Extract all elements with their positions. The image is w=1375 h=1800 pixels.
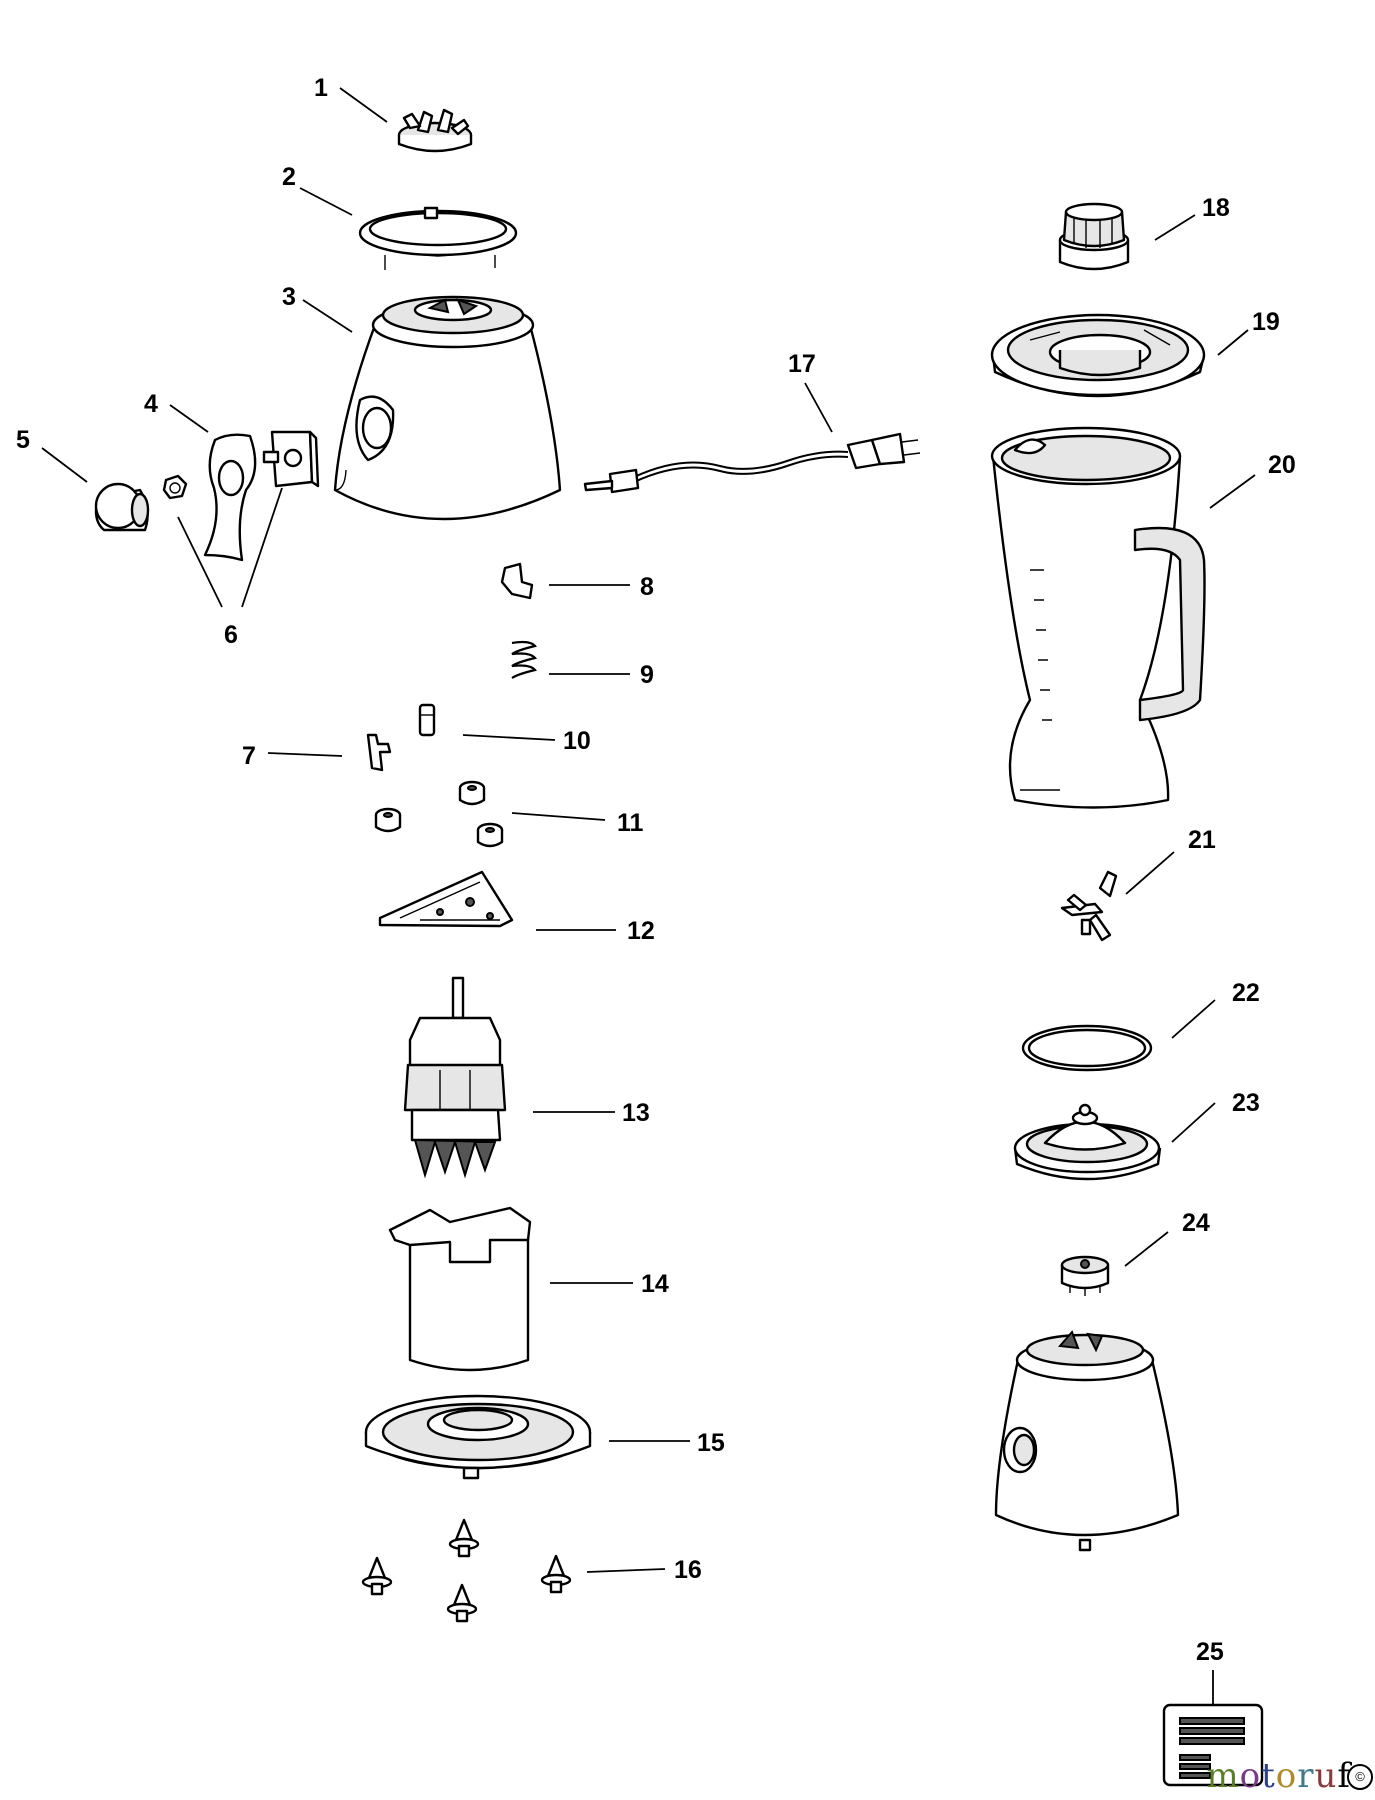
assembled-motor-base (994, 1330, 1180, 1552)
part-19-lid (990, 313, 1206, 398)
part-13-motor (403, 976, 507, 1179)
watermark: motorufmotoruf (1206, 1756, 1351, 1796)
part-3-motor-housing (333, 295, 562, 521)
part-22-gasket (1021, 1024, 1153, 1072)
part-12-mounting-plate (378, 870, 514, 928)
part-9-spring (511, 640, 537, 679)
part-11-grommets (374, 780, 504, 848)
part-6-switch-and-nut (162, 430, 320, 500)
part-23-jar-base (1013, 1103, 1162, 1181)
callout-12: 12 (627, 917, 655, 945)
callout-21: 21 (1188, 826, 1216, 854)
part-18-filler-cap (1058, 202, 1130, 271)
part-2-ring (358, 206, 518, 270)
callout-19: 19 (1252, 308, 1280, 336)
callout-24: 24 (1182, 1209, 1210, 1237)
callout-18: 18 (1202, 194, 1230, 222)
watermark-letter: o (1239, 1756, 1262, 1796)
part-20-jar (990, 426, 1206, 809)
callout-3: 3 (282, 283, 296, 311)
part-15-base (364, 1394, 592, 1480)
watermark-letter: r (1297, 1756, 1315, 1796)
callout-7: 7 (242, 742, 256, 770)
copyright-mark: © (1347, 1764, 1373, 1790)
callout-17: 17 (788, 350, 816, 378)
callout-2: 2 (282, 163, 296, 191)
part-8-clip (500, 562, 534, 600)
callout-9: 9 (640, 661, 654, 689)
part-7-bracket (366, 733, 392, 772)
callout-8: 8 (640, 573, 654, 601)
watermark-letter: f (1337, 1756, 1351, 1796)
part-4-switch-plate (203, 433, 257, 562)
callout-13: 13 (622, 1099, 650, 1127)
watermark-letter: u (1314, 1756, 1338, 1796)
callout-1: 1 (314, 74, 328, 102)
part-16-feet (361, 1518, 572, 1623)
callout-25: 25 (1196, 1638, 1224, 1666)
watermark-letter: o (1275, 1756, 1298, 1796)
part-24-drive-coupling (1060, 1255, 1110, 1296)
callout-15: 15 (697, 1429, 725, 1457)
callout-4: 4 (144, 390, 158, 418)
part-5-knob (94, 482, 150, 532)
callout-23: 23 (1232, 1089, 1260, 1117)
part-25-rating-label (1162, 1703, 1264, 1787)
part-1-coupling (397, 108, 473, 153)
callout-11: 11 (617, 809, 644, 837)
callout-10: 10 (563, 727, 591, 755)
part-10-pin (418, 703, 436, 737)
part-21-blade (1060, 870, 1118, 942)
callout-22: 22 (1232, 979, 1260, 1007)
callout-20: 20 (1268, 451, 1296, 479)
part-17-power-cord (583, 432, 921, 494)
callout-14: 14 (641, 1270, 669, 1298)
watermark-letter: t (1261, 1756, 1276, 1796)
callout-6: 6 (224, 621, 238, 649)
part-14-motor-shroud (388, 1206, 532, 1372)
callout-16: 16 (674, 1556, 702, 1584)
watermark-letter: m (1206, 1756, 1240, 1796)
callout-5: 5 (16, 426, 30, 454)
